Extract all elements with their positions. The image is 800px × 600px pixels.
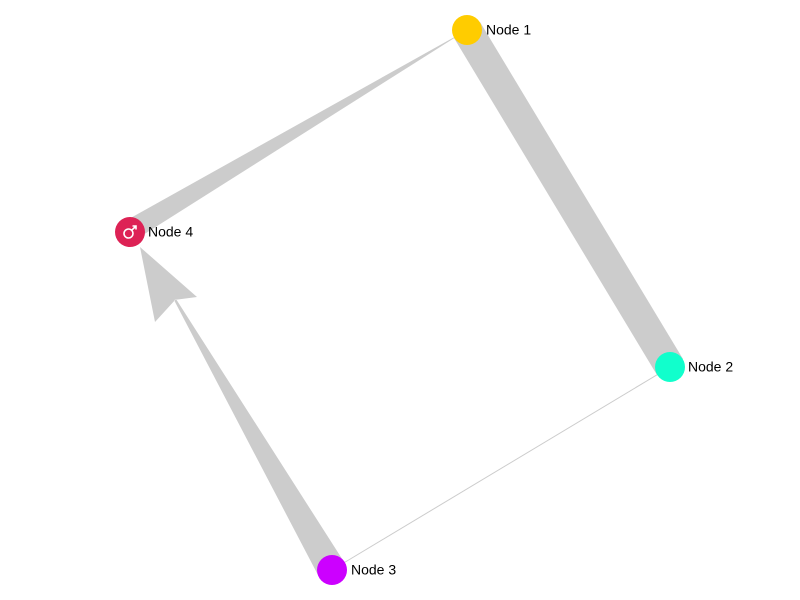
edge-node1-node2[interactable] <box>454 22 683 375</box>
node-3[interactable]: Node 3 <box>317 555 396 585</box>
node-3-circle[interactable] <box>317 555 347 585</box>
node-1[interactable]: Node 1 <box>452 15 531 45</box>
male-symbol-icon <box>123 225 137 239</box>
node-4-circle[interactable] <box>115 217 145 247</box>
nodes-layer: Node 1 Node 2 Node 3 Node 4 <box>115 15 733 585</box>
node-2-circle[interactable] <box>655 352 685 382</box>
node-1-label: Node 1 <box>486 22 531 38</box>
node-2[interactable]: Node 2 <box>655 352 733 382</box>
edge-node2-node3[interactable] <box>331 366 671 571</box>
node-1-circle[interactable] <box>452 15 482 45</box>
edge-node1-node4[interactable] <box>118 30 467 240</box>
node-3-label: Node 3 <box>351 562 396 578</box>
edge-node3-node4[interactable] <box>140 247 346 575</box>
node-2-label: Node 2 <box>688 359 733 375</box>
node-4[interactable]: Node 4 <box>115 217 193 247</box>
node-4-label: Node 4 <box>148 224 193 240</box>
edges-layer <box>118 22 683 575</box>
